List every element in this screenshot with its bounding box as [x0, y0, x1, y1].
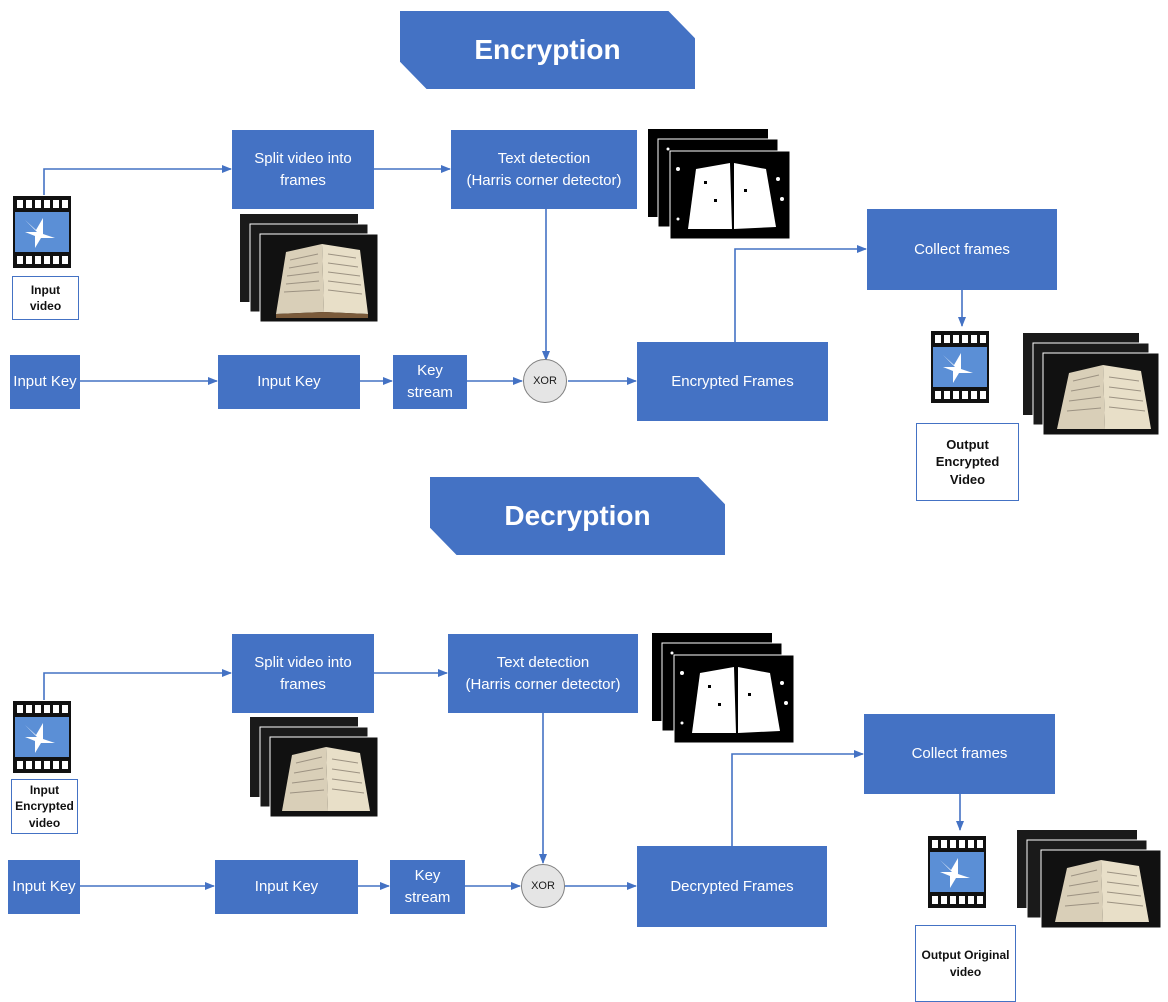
enc-text-detection-box: Text detection (Harris corner detector)	[451, 130, 637, 209]
decryption-title: Decryption	[504, 500, 651, 531]
enc-arrow-video-to-split	[43, 165, 232, 195]
dec-input-key-box-2: Input Key	[215, 860, 358, 914]
enc-input-video-icon	[13, 196, 71, 268]
dec-arrow-video-to-split	[43, 669, 232, 700]
enc-split-frames-image	[240, 214, 380, 322]
enc-output-frames-image	[1023, 333, 1163, 437]
dec-output-video-icon	[928, 836, 986, 908]
dec-output-frames-image	[1017, 830, 1163, 930]
encryption-title: Encryption	[474, 34, 621, 65]
dec-key-stream-box: Key stream	[390, 860, 465, 914]
enc-output-video-icon	[931, 331, 989, 403]
dec-xor-node: XOR	[521, 864, 565, 908]
enc-input-key-box-1: Input Key	[10, 355, 80, 409]
dec-arrow-frames-to-collect	[731, 750, 864, 846]
enc-key-stream-box: Key stream	[393, 355, 467, 409]
enc-split-video-box: Split video into frames	[232, 130, 374, 209]
dec-collect-frames-box: Collect frames	[864, 714, 1055, 794]
dec-split-video-box: Split video into frames	[232, 634, 374, 713]
enc-collect-frames-box: Collect frames	[867, 209, 1057, 290]
enc-xor-node: XOR	[523, 359, 567, 403]
enc-input-key-box-2: Input Key	[218, 355, 360, 409]
dec-output-video-label: Output Original video	[915, 925, 1016, 1002]
dec-input-key-box-1: Input Key	[8, 860, 80, 914]
encryption-title-banner: Encryption	[400, 11, 695, 89]
decryption-title-banner: Decryption	[430, 477, 725, 555]
enc-input-video-label: Input video	[12, 276, 79, 320]
dec-binary-frames-image	[652, 633, 797, 743]
dec-split-frames-image	[250, 717, 380, 817]
dec-input-video-icon	[13, 701, 71, 773]
enc-output-video-label: Output Encrypted Video	[916, 423, 1019, 501]
enc-binary-frames-image	[648, 129, 793, 239]
enc-arrow-frames-to-collect	[734, 245, 867, 342]
enc-encrypted-frames-box: Encrypted Frames	[637, 342, 828, 421]
dec-text-detection-box: Text detection (Harris corner detector)	[448, 634, 638, 713]
dec-input-video-label: Input Encrypted video	[11, 779, 78, 834]
dec-decrypted-frames-box: Decrypted Frames	[637, 846, 827, 927]
